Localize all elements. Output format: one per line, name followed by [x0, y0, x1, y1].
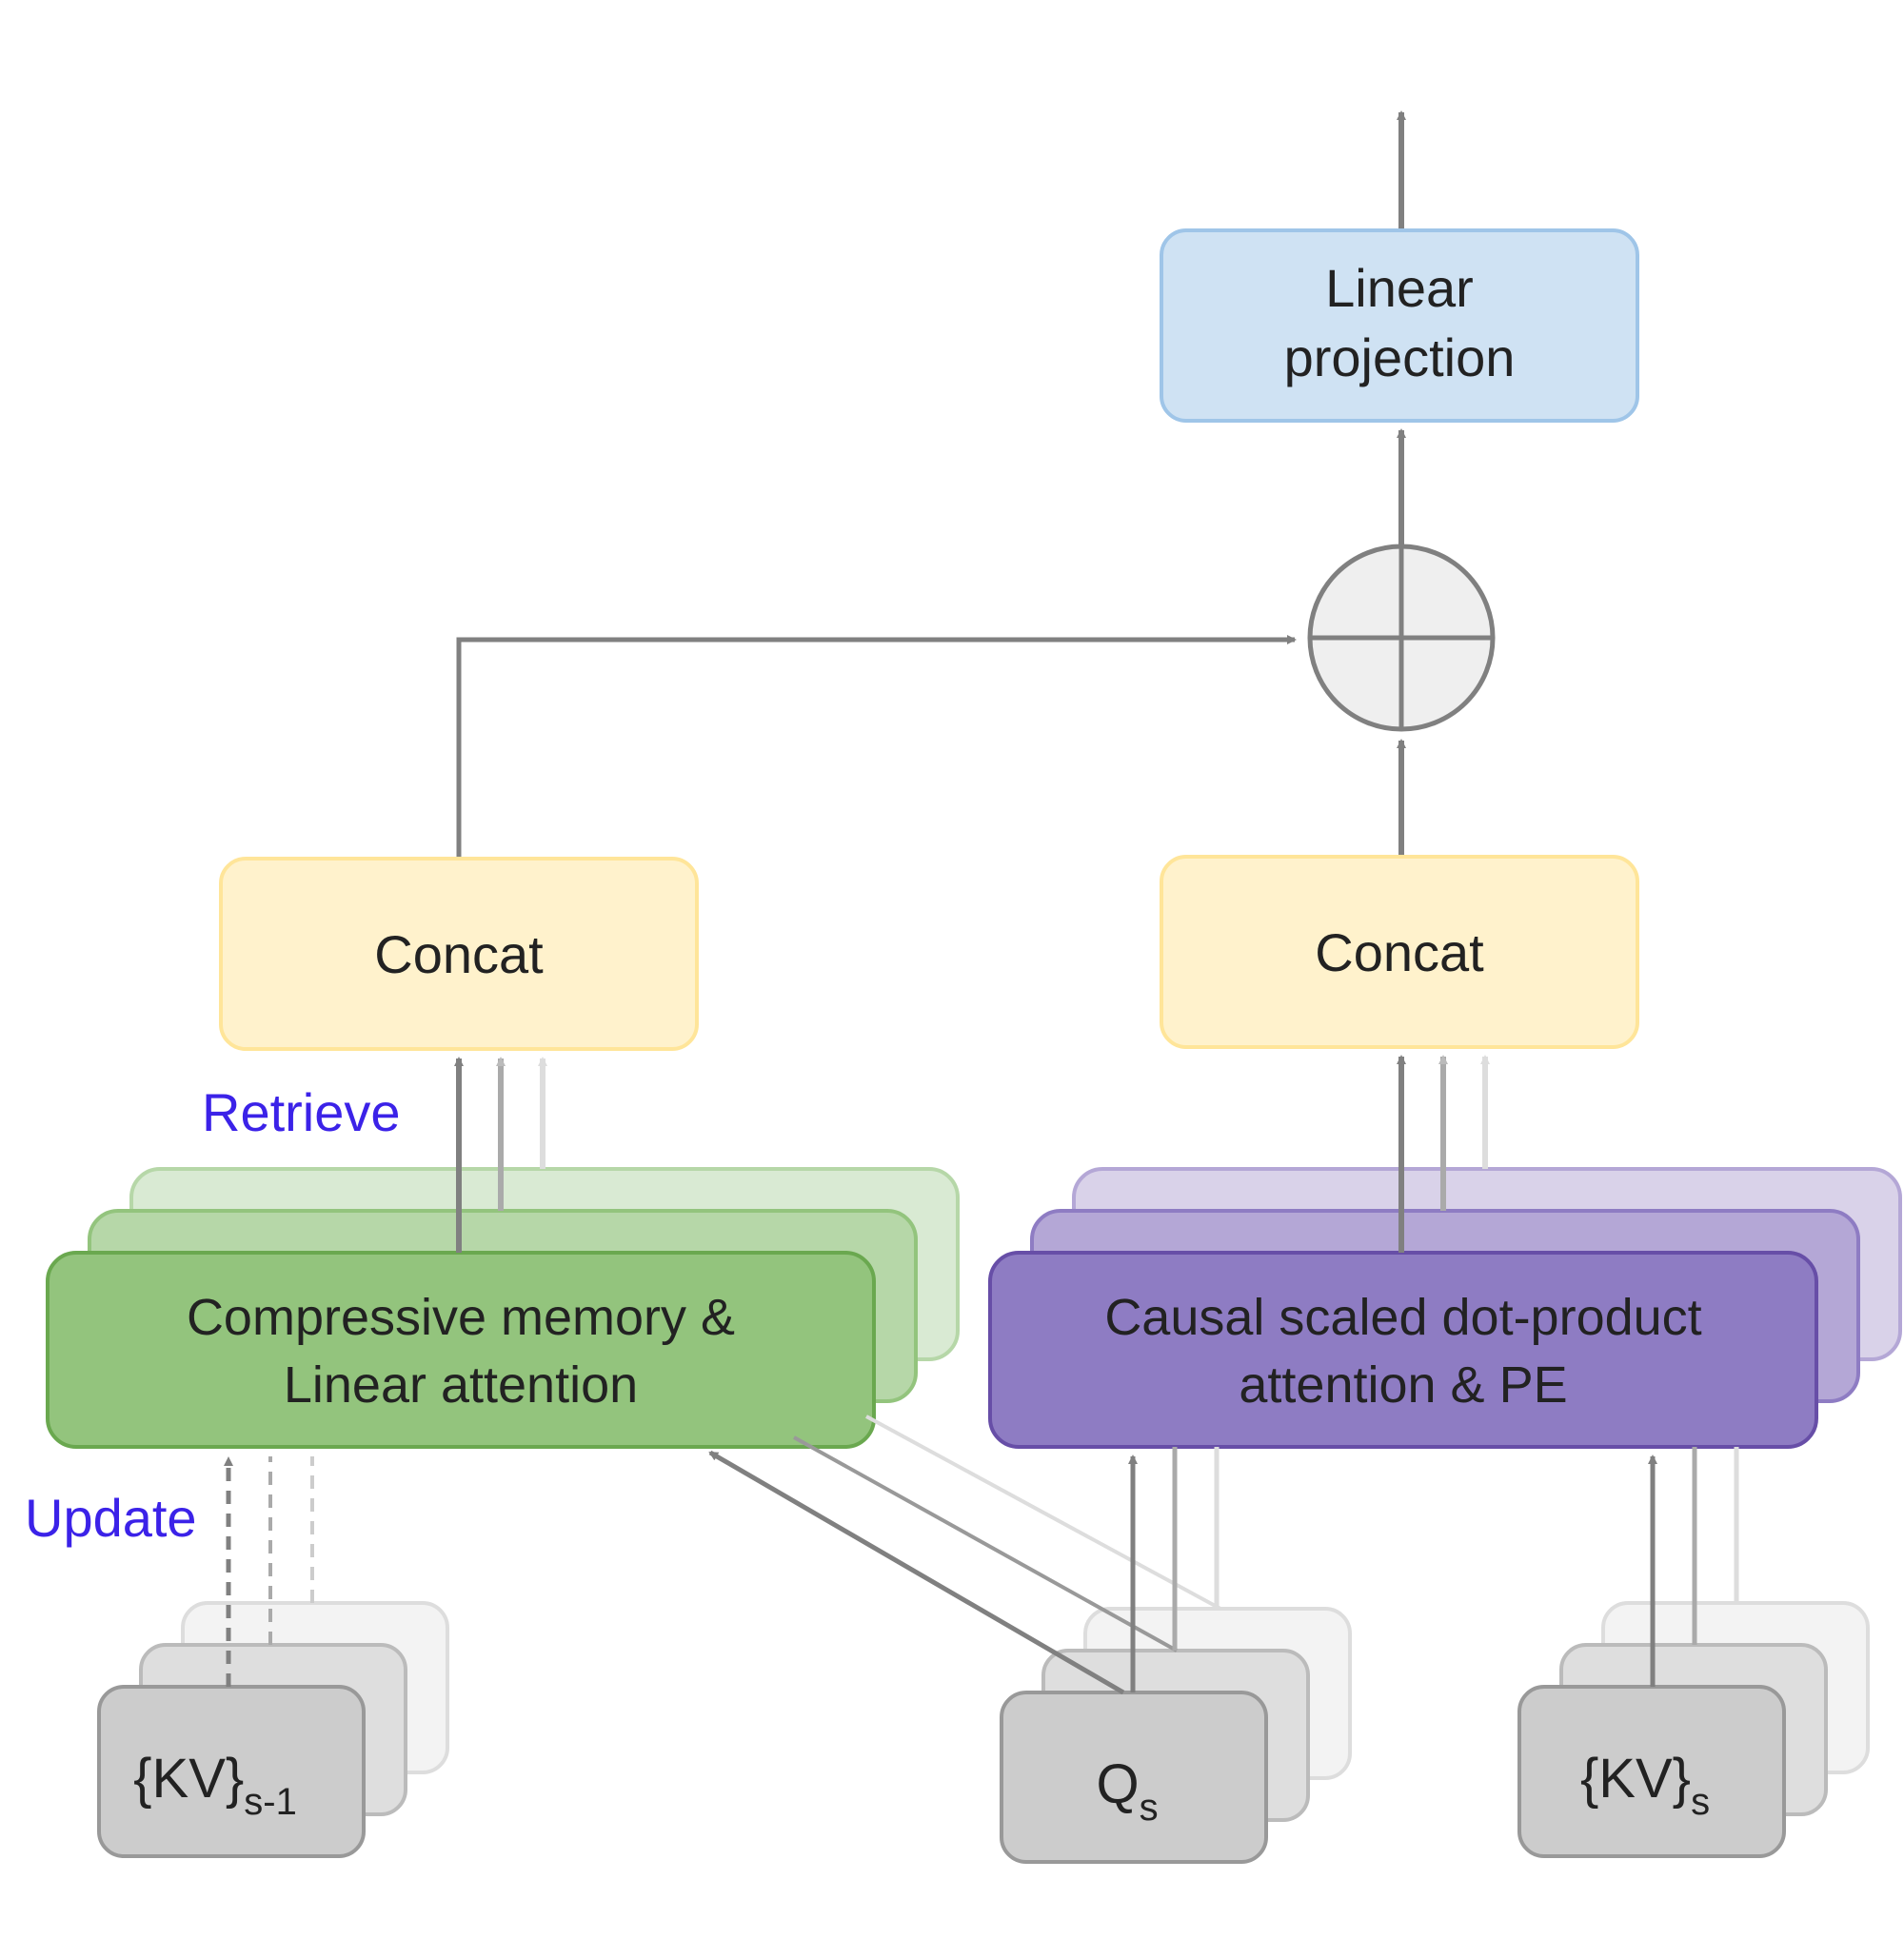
compressive-memory-label-line2: Linear attention	[284, 1356, 638, 1414]
concat-right-box	[1160, 855, 1639, 1049]
causal-attention-box	[988, 1251, 1818, 1449]
circle-plus-icon	[1307, 544, 1496, 732]
kv-prev-label: {KV}s-1	[133, 1748, 297, 1823]
concat-right-label: Concat	[1315, 922, 1484, 982]
causal-attention-label-line2: attention & PE	[1239, 1356, 1567, 1414]
update-label: Update	[25, 1488, 197, 1548]
linear-projection-label-line1: Linear	[1325, 258, 1474, 318]
linear-projection-box	[1160, 228, 1639, 423]
concat-left-box	[219, 857, 699, 1051]
linear-projection-label-line2: projection	[1284, 327, 1516, 387]
compressive-memory-label-line1: Compressive memory &	[187, 1289, 735, 1346]
q-to-memory-arrow-3	[865, 1415, 1221, 1611]
q-to-memory-arrow-2	[793, 1435, 1178, 1652]
kv-prev-box	[97, 1685, 366, 1858]
compressive-memory-box	[46, 1251, 876, 1449]
kv-s-label: {KV}s	[1580, 1748, 1710, 1823]
concat-left-label: Concat	[374, 924, 544, 984]
q-label: Qs	[1096, 1753, 1158, 1829]
retrieve-label: Retrieve	[202, 1082, 401, 1142]
q-to-memory-arrow-1	[708, 1450, 1125, 1695]
memory-branch-connector	[456, 635, 1297, 857]
causal-attention-label-line1: Causal scaled dot-product	[1104, 1289, 1701, 1346]
